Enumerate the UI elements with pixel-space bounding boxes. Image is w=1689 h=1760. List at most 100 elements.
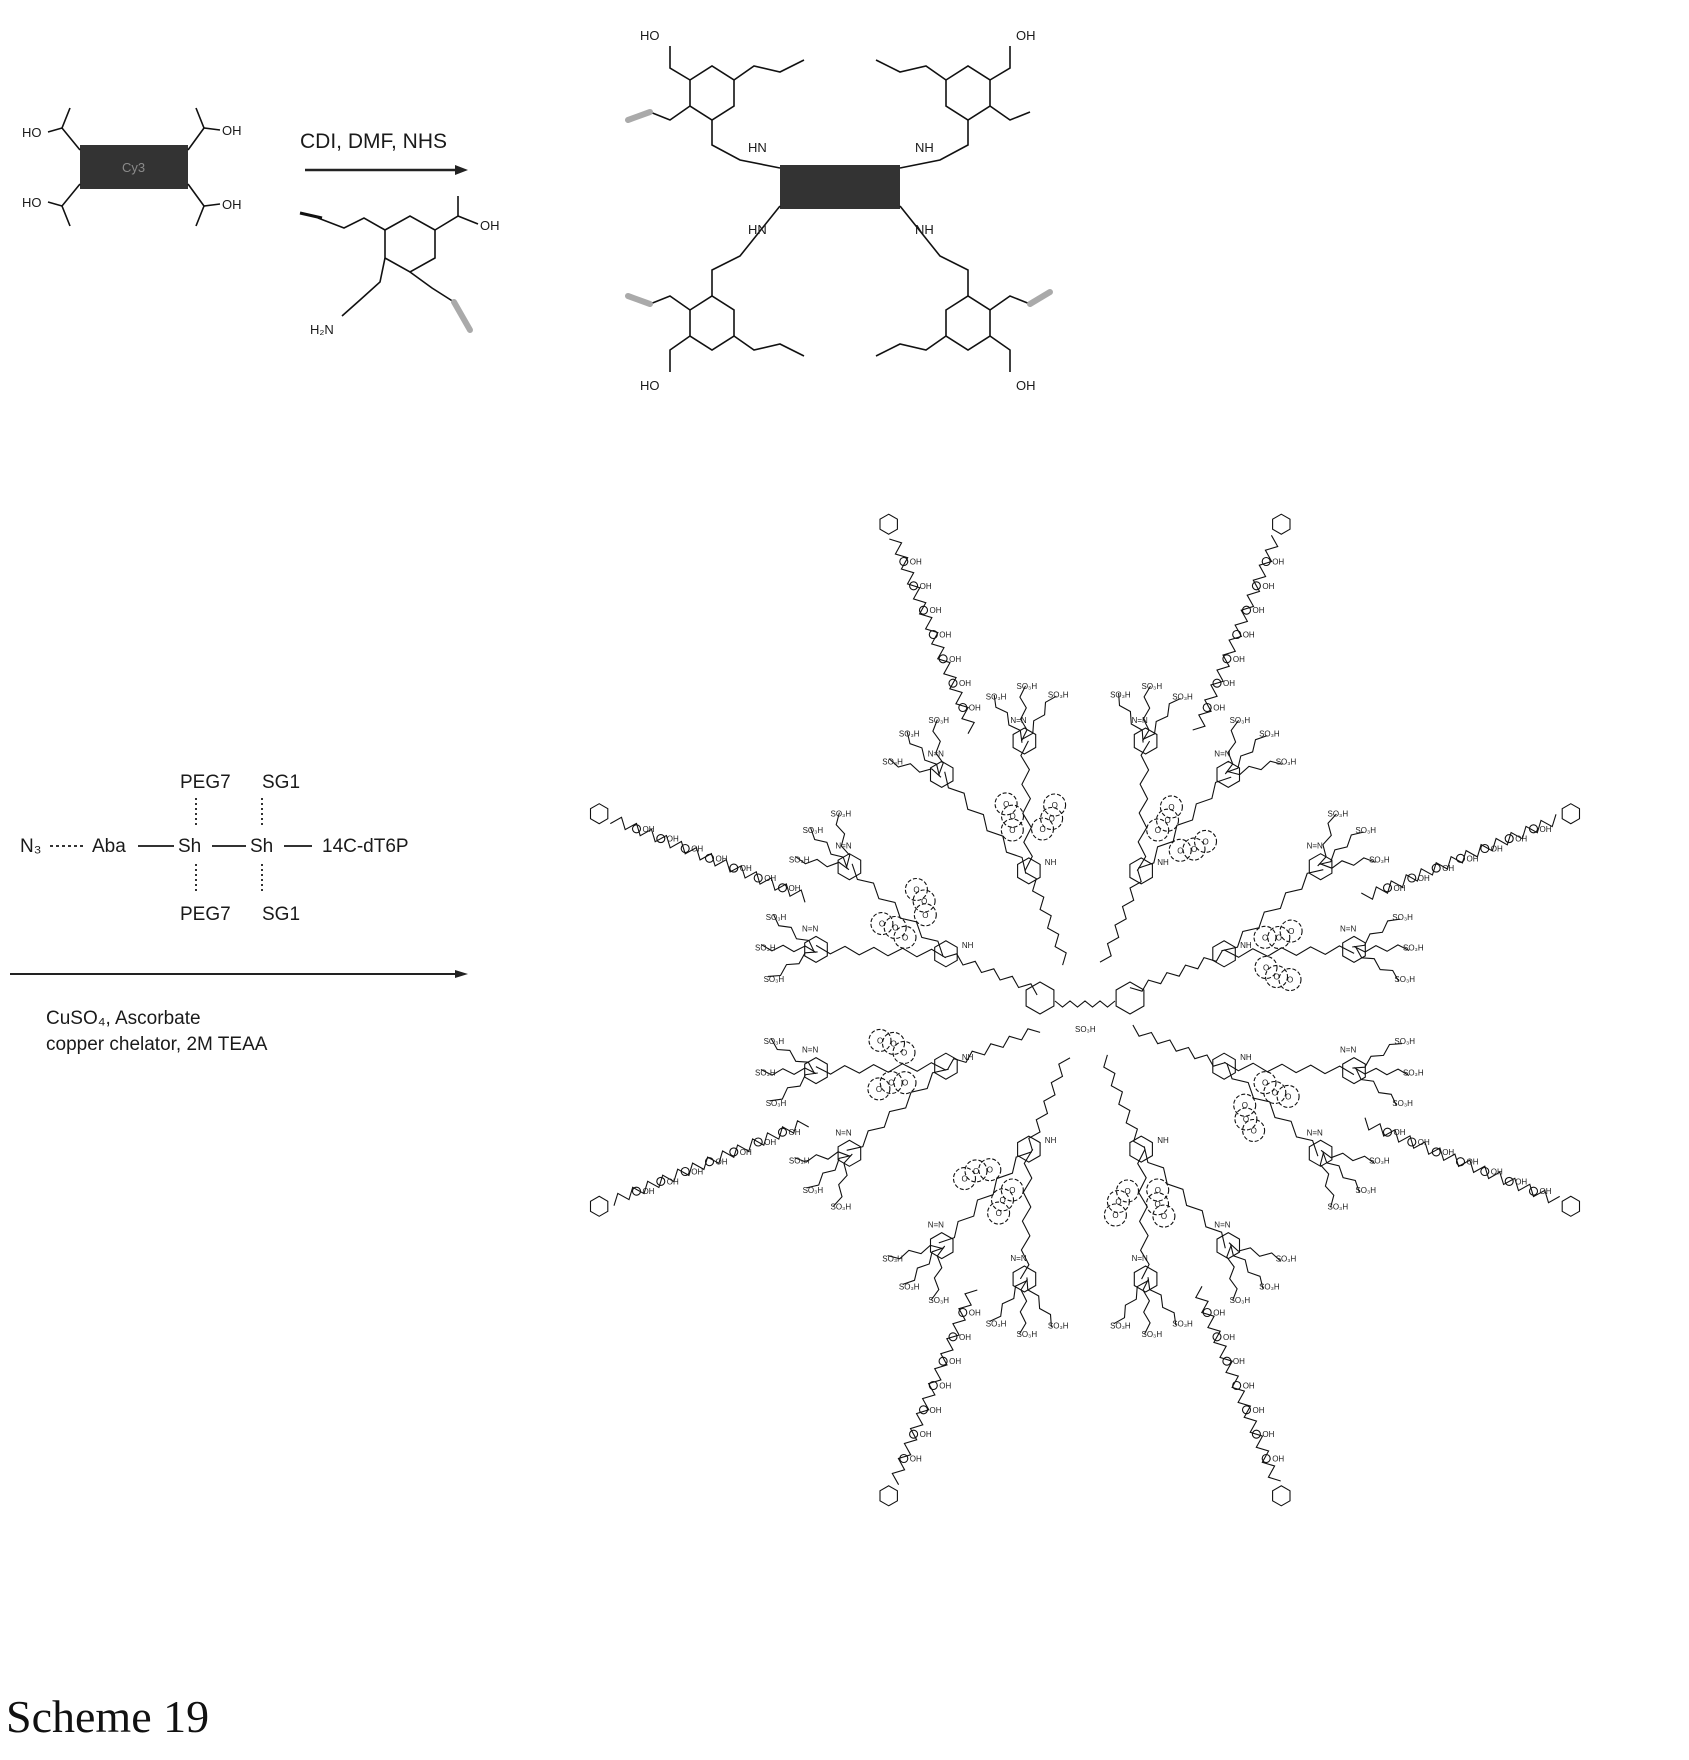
arm-hydroxyl-2-4: OH [1467,854,1479,863]
amide-g1-7: NH [962,941,974,950]
ring-g2-0-0 [931,761,954,787]
terminal-base-7 [591,804,608,824]
sulfonate-7-0-1: SO₃H [755,944,776,953]
click-reagent: PEG7 SG1 N₃ Aba Sh Sh 14C-dT6P PEG7 SG1 [20,772,409,925]
branch-g2-6-0 [847,1069,949,1150]
sulfonate-4-1-1: SO₃H [1142,1330,1163,1339]
sulfonate-1-0-2: SO₃H [1172,693,1193,702]
ring-g2-1-1 [1217,761,1240,787]
arm-hydroxyl-7-1: OH [789,884,801,893]
sulfonate-5-1-0: SO₃H [928,1296,949,1305]
terminal-base-0 [880,514,897,534]
tip-5-0-0 [1027,1277,1052,1327]
sulfonate-0-1-1: SO₃H [1017,682,1038,691]
oligo-arm-2 [1361,814,1556,899]
peg-oxygen-2-0-1: O [1276,934,1282,943]
tip-6-1-0 [770,1073,818,1101]
terminal-base-2 [1562,804,1579,824]
sg-bottom: SG1 [262,904,300,925]
phosphate-7-5 [681,845,689,853]
triazole-6-1: N=N [802,1046,818,1055]
sulfonate-3-1-2: SO₃H [1328,1203,1349,1212]
tip-3-0-0 [1352,1044,1402,1069]
arm-hydroxyl-2-6: OH [1515,835,1527,844]
core-acid-3: HO [22,195,42,210]
arm-hydroxyl-4-7: OH [1272,1455,1284,1464]
branch-g1-2 [1130,950,1223,991]
sulfonate-6-0-0: SO₃H [831,1203,852,1212]
sulfonate-4-1-0: SO₃H [1172,1319,1193,1328]
arm-hydroxyl-3-4: OH [1467,1158,1479,1167]
triazole-5-1: N=N [928,1221,944,1230]
arm-hydroxyl-3-5: OH [1491,1168,1503,1177]
phosphate-5-5 [920,1406,928,1414]
tip-1-1-2 [1228,761,1283,775]
sulfonate-2-0-2: SO₃H [1369,855,1390,864]
triazole-5-0: N=N [1010,1254,1026,1263]
branch-g1-7 [944,954,1037,995]
branch-g1-3 [1133,1025,1226,1066]
arm-hydroxyl-0-5: OH [930,606,942,615]
arm-hydroxyl-1-5: OH [1253,606,1265,615]
arm-hydroxyl-6-2: OH [764,1138,776,1147]
arm-hydroxyl-3-6: OH [1515,1177,1527,1186]
ring-g2-5-0 [1013,1266,1036,1292]
triazole-2-0: N=N [1307,842,1323,851]
phosphate-3-7 [1530,1187,1538,1195]
core-acid-1: HO [22,125,42,140]
peg-oxygen-1-1-2: O [1177,846,1183,855]
terminal-base-4 [1273,1486,1290,1506]
sulfonate-3-0-0: SO₃H [1394,1037,1415,1046]
arm-hydroxyl-1-4: OH [1243,631,1255,640]
triazole-3-1: N=N [1307,1128,1323,1137]
azide-label: N₃ [20,836,41,857]
ring-g2-0-1 [1013,728,1036,754]
oligo-arm-7 [610,817,805,902]
arm-hydroxyl-7-7: OH [643,825,655,834]
sulfonate-5-1-1: SO₃H [899,1282,920,1291]
product-amide-2: NH [915,140,934,155]
peg-oxygen-4-1-2: O [1125,1187,1131,1196]
peg-oxygen-1-1-1: O [1191,845,1197,854]
ring-g1-4 [1130,1136,1153,1162]
peg-oxygen-4-0-2: O [1155,1186,1161,1195]
branch-g2-0-1 [1021,741,1032,871]
branch-g2-1-0 [1137,741,1149,871]
arm-hydroxyl-7-5: OH [691,845,703,854]
sulfonate-2-1-0: SO₃H [1392,913,1413,922]
oligo-arm-5 [892,1290,977,1485]
amide-g1-2: NH [1240,941,1252,950]
arm-hydroxyl-5-4: OH [939,1382,951,1391]
arm-hydroxyl-6-7: OH [643,1187,655,1196]
tip-5-0-2 [989,1281,1026,1322]
arm-hydroxyl-1-6: OH [1262,582,1274,591]
branch-g2-0-0 [945,772,1026,874]
sulfonate-3-0-1: SO₃H [1403,1069,1424,1078]
arm-hydroxyl-6-4: OH [716,1158,728,1167]
terminal-base-3 [1562,1196,1579,1216]
tetra-acid-core: Cy3 HO OH HO OH [22,108,242,226]
tip-1-1-1 [1226,736,1267,773]
phosphate-4-3 [1223,1357,1231,1365]
tip-3-0-2 [1356,1068,1397,1105]
arm-hydroxyl-0-7: OH [910,558,922,567]
arm-hydroxyl-3-7: OH [1540,1187,1552,1196]
product-acid-1: HO [640,28,660,43]
sulfonate-6-1-0: SO₃H [766,1099,787,1108]
triazole-0-1: N=N [1010,716,1026,725]
peg-oxygen-1-1-0: O [1203,837,1209,846]
amide-g1-4: NH [1157,1136,1169,1145]
arm-hydroxyl-0-4: OH [939,631,951,640]
peg-oxygen-0-0-2: O [1009,826,1015,835]
branch-g2-7-1 [852,864,943,957]
triazole-3-0: N=N [1340,1046,1356,1055]
phosphate-1-7 [1262,558,1270,566]
sulfonate-0-1-2: SO₃H [1048,691,1069,700]
peg-oxygen-2-1-2: O [1263,964,1269,973]
arm-hydroxyl-5-7: OH [910,1455,922,1464]
peg-oxygen-2-0-0: O [1288,927,1294,936]
arm-hydroxyl-1-2: OH [1223,679,1235,688]
amide-g1-1: NH [1157,858,1169,867]
sh-label-2: Sh [250,836,273,857]
phosphate-6-1 [779,1128,787,1136]
